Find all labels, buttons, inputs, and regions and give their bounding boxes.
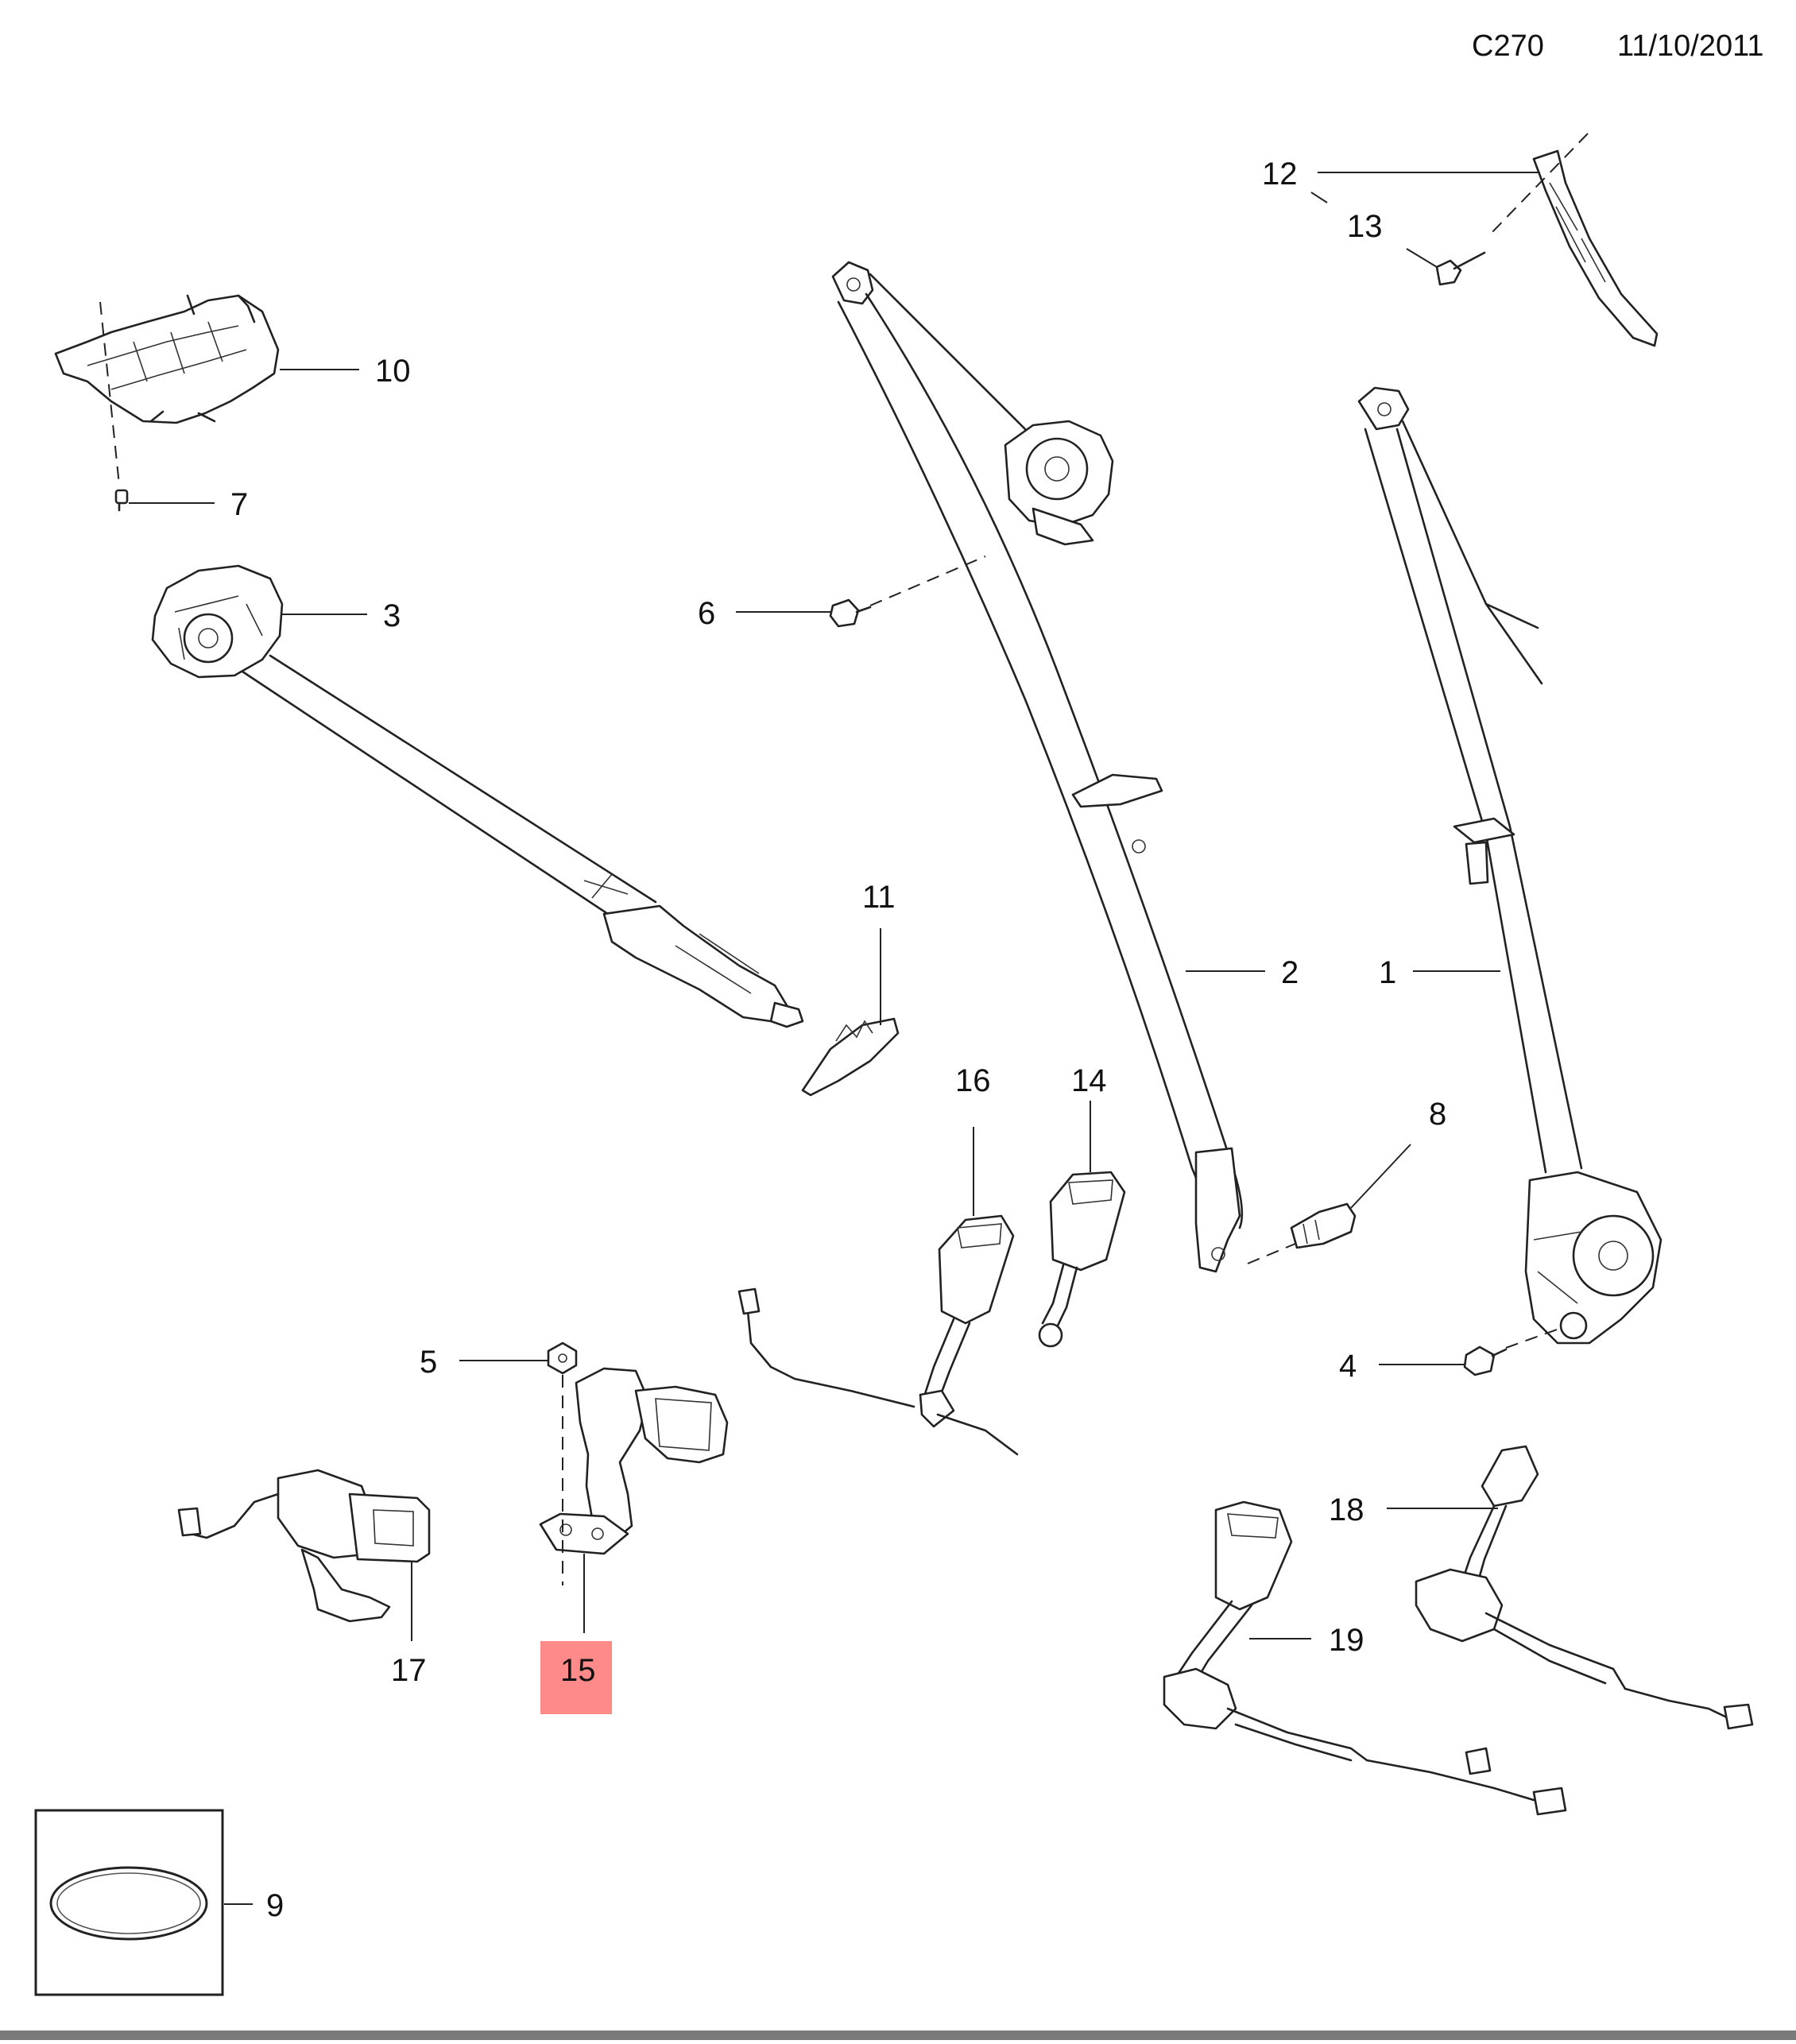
part-16-buckle-with-cable[interactable]: [737, 1214, 1019, 1456]
callout-18[interactable]: 18: [1329, 1492, 1364, 1527]
part-11-belt-guide[interactable]: [801, 1017, 900, 1097]
callout-5[interactable]: 5: [420, 1345, 437, 1380]
leader-13-tick: [1310, 192, 1328, 203]
callout-14[interactable]: 14: [1071, 1063, 1107, 1098]
axis-line-6: [869, 556, 986, 606]
callout-7[interactable]: 7: [230, 487, 248, 522]
part-8-bolt[interactable]: [1290, 1202, 1357, 1249]
part-2-front-belt[interactable]: [831, 261, 1244, 1273]
axis-line-12: [1489, 133, 1589, 235]
diagram-code: C270: [1472, 29, 1544, 63]
part-4-bolt[interactable]: [1463, 1345, 1508, 1376]
callout-13[interactable]: 13: [1347, 209, 1383, 244]
callout-2[interactable]: 2: [1281, 955, 1299, 990]
part-14-buckle[interactable]: [1038, 1171, 1126, 1348]
part-18-buckle-harness[interactable]: [1415, 1445, 1754, 1730]
callout-6[interactable]: 6: [698, 596, 715, 631]
callout-15[interactable]: 15: [560, 1653, 596, 1688]
callout-3[interactable]: 3: [383, 598, 401, 633]
part-13-screw[interactable]: [1435, 251, 1486, 286]
callout-9[interactable]: 9: [266, 1888, 284, 1923]
callout-17[interactable]: 17: [391, 1653, 427, 1688]
callout-16[interactable]: 16: [955, 1063, 991, 1098]
axis-line-10-7: [99, 301, 120, 486]
part-10-bracket[interactable]: [54, 294, 280, 424]
part-9-ring[interactable]: [49, 1866, 208, 1941]
diagram-date: 11/10/2011: [1617, 29, 1764, 63]
part-12-height-adjuster[interactable]: [1532, 149, 1659, 347]
callout-12[interactable]: 12: [1262, 157, 1298, 192]
footer-bar: [0, 2030, 1796, 2040]
axis-line-4: [1505, 1328, 1560, 1349]
leader-13: [1406, 248, 1438, 268]
part-9-frame: [34, 1809, 224, 1996]
leader-8: [1350, 1144, 1411, 1209]
callout-1[interactable]: 1: [1379, 955, 1396, 990]
callout-19[interactable]: 19: [1329, 1623, 1364, 1658]
part-7-bolt[interactable]: [114, 489, 129, 512]
axis-line-8: [1247, 1243, 1296, 1264]
callout-4[interactable]: 4: [1339, 1349, 1357, 1384]
highlight-box-15: [540, 1641, 612, 1714]
part-17-buckle-with-cable[interactable]: [177, 1469, 431, 1623]
callout-8[interactable]: 8: [1429, 1097, 1446, 1132]
part-5-nut[interactable]: [547, 1341, 578, 1375]
callout-10[interactable]: 10: [375, 354, 411, 389]
callout-11[interactable]: 11: [862, 880, 896, 915]
part-19-buckle-harness[interactable]: [1163, 1500, 1567, 1816]
part-3-rear-belt-retractor[interactable]: [151, 564, 804, 1028]
part-15-buckle-strap[interactable]: [539, 1367, 729, 1555]
part-1-belt-retractor[interactable]: [1357, 386, 1662, 1345]
part-6-bolt[interactable]: [829, 598, 872, 628]
